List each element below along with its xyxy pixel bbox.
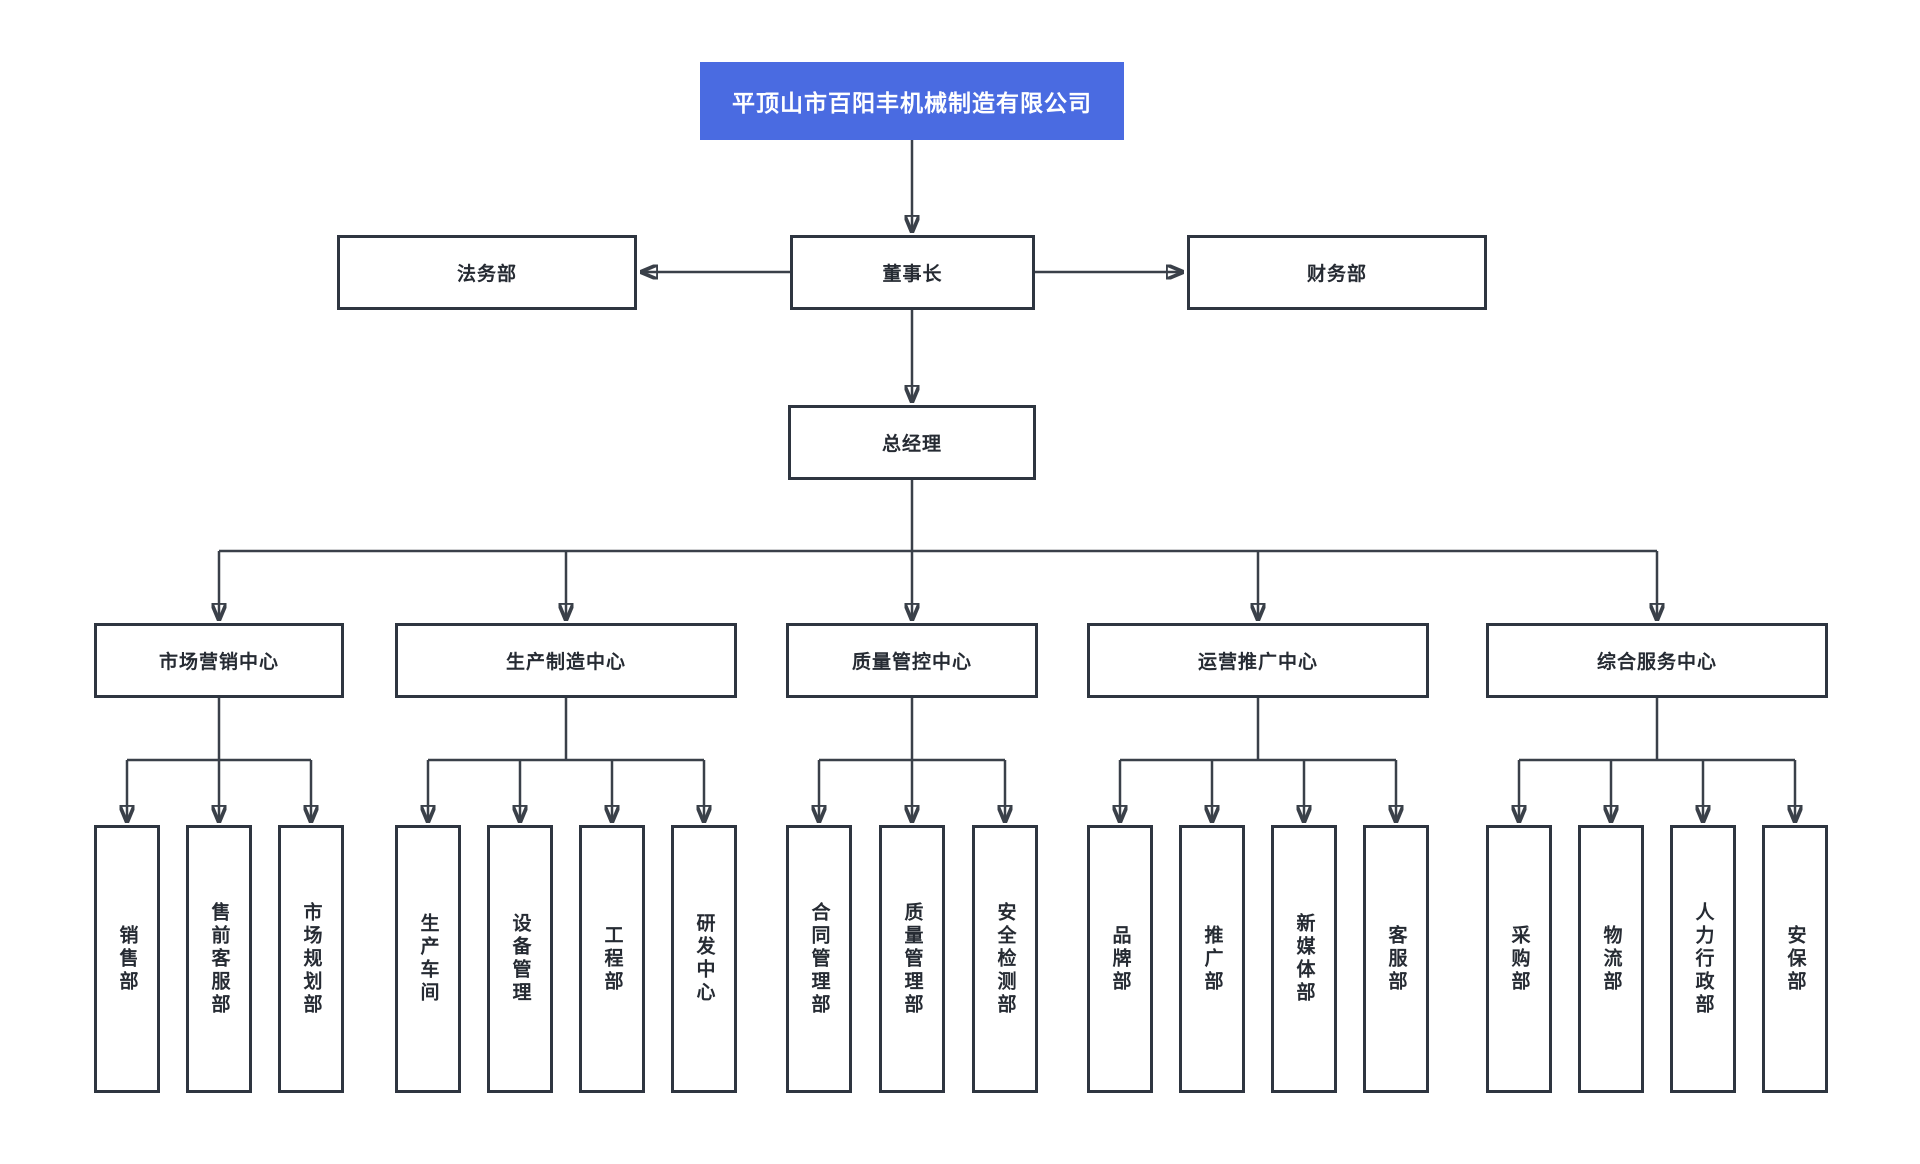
engineering-dept-label: 工程部 bbox=[601, 924, 623, 994]
org-node-company-root[interactable]: 平顶山市百阳丰机械制造有限公司 bbox=[700, 62, 1124, 140]
general-services-center-label: 综合服务中心 bbox=[1596, 652, 1717, 673]
promotion-dept-label: 推广部 bbox=[1201, 924, 1223, 994]
org-node-marketing-center[interactable]: 市场营销中心 bbox=[94, 623, 344, 698]
hr-admin-dept-label: 人力行政部 bbox=[1692, 901, 1714, 1017]
production-center-label: 生产制造中心 bbox=[505, 652, 626, 673]
equipment-management-label: 设备管理 bbox=[509, 913, 531, 1005]
presales-customer-service-dept-label: 售前客服部 bbox=[208, 901, 230, 1017]
org-node-general-services-center[interactable]: 综合服务中心 bbox=[1486, 623, 1828, 698]
org-node-presales-customer-service-dept[interactable]: 售前客服部 bbox=[186, 825, 252, 1093]
logistics-dept-label: 物流部 bbox=[1600, 924, 1622, 994]
org-node-engineering-dept[interactable]: 工程部 bbox=[579, 825, 645, 1093]
rd-center-label: 研发中心 bbox=[693, 913, 715, 1005]
finance-dept-label: 财务部 bbox=[1306, 264, 1367, 285]
quality-control-center-label: 质量管控中心 bbox=[851, 652, 972, 673]
procurement-dept-label: 采购部 bbox=[1508, 924, 1530, 994]
org-node-equipment-management[interactable]: 设备管理 bbox=[487, 825, 553, 1093]
market-planning-dept-label: 市场规划部 bbox=[300, 901, 322, 1017]
org-node-sales-dept[interactable]: 销售部 bbox=[94, 825, 160, 1093]
sales-dept-label: 销售部 bbox=[116, 924, 138, 994]
org-node-new-media-dept[interactable]: 新媒体部 bbox=[1271, 825, 1337, 1093]
org-node-production-workshop[interactable]: 生产车间 bbox=[395, 825, 461, 1093]
org-node-general-manager[interactable]: 总经理 bbox=[788, 405, 1036, 480]
org-node-quality-management-dept[interactable]: 质量管理部 bbox=[879, 825, 945, 1093]
org-node-safety-inspection-dept[interactable]: 安全检测部 bbox=[972, 825, 1038, 1093]
org-node-rd-center[interactable]: 研发中心 bbox=[671, 825, 737, 1093]
org-node-security-dept[interactable]: 安保部 bbox=[1762, 825, 1828, 1093]
customer-service-dept-label: 客服部 bbox=[1385, 924, 1407, 994]
org-node-logistics-dept[interactable]: 物流部 bbox=[1578, 825, 1644, 1093]
org-node-quality-control-center[interactable]: 质量管控中心 bbox=[786, 623, 1038, 698]
org-node-hr-admin-dept[interactable]: 人力行政部 bbox=[1670, 825, 1736, 1093]
chairman-label: 董事长 bbox=[882, 264, 943, 285]
org-node-finance-dept[interactable]: 财务部 bbox=[1187, 235, 1487, 310]
org-node-contract-management-dept[interactable]: 合同管理部 bbox=[786, 825, 852, 1093]
operations-promotion-center-label: 运营推广中心 bbox=[1197, 652, 1318, 673]
safety-inspection-dept-label: 安全检测部 bbox=[994, 901, 1016, 1017]
new-media-dept-label: 新媒体部 bbox=[1293, 913, 1315, 1005]
quality-management-dept-label: 质量管理部 bbox=[901, 901, 923, 1017]
org-node-procurement-dept[interactable]: 采购部 bbox=[1486, 825, 1552, 1093]
contract-management-dept-label: 合同管理部 bbox=[808, 901, 830, 1017]
security-dept-label: 安保部 bbox=[1784, 924, 1806, 994]
org-node-production-center[interactable]: 生产制造中心 bbox=[395, 623, 737, 698]
org-node-brand-dept[interactable]: 品牌部 bbox=[1087, 825, 1153, 1093]
production-workshop-label: 生产车间 bbox=[417, 913, 439, 1005]
org-node-market-planning-dept[interactable]: 市场规划部 bbox=[278, 825, 344, 1093]
brand-dept-label: 品牌部 bbox=[1109, 924, 1131, 994]
general-manager-label: 总经理 bbox=[881, 434, 942, 455]
company-root-label: 平顶山市百阳丰机械制造有限公司 bbox=[732, 90, 1092, 116]
legal-dept-label: 法务部 bbox=[456, 264, 517, 285]
org-node-promotion-dept[interactable]: 推广部 bbox=[1179, 825, 1245, 1093]
connector-lines bbox=[127, 480, 1795, 762]
org-node-legal-dept[interactable]: 法务部 bbox=[337, 235, 637, 310]
marketing-center-label: 市场营销中心 bbox=[158, 652, 279, 673]
org-node-customer-service-dept[interactable]: 客服部 bbox=[1363, 825, 1429, 1093]
org-node-chairman[interactable]: 董事长 bbox=[790, 235, 1035, 310]
org-node-operations-promotion-center[interactable]: 运营推广中心 bbox=[1087, 623, 1429, 698]
